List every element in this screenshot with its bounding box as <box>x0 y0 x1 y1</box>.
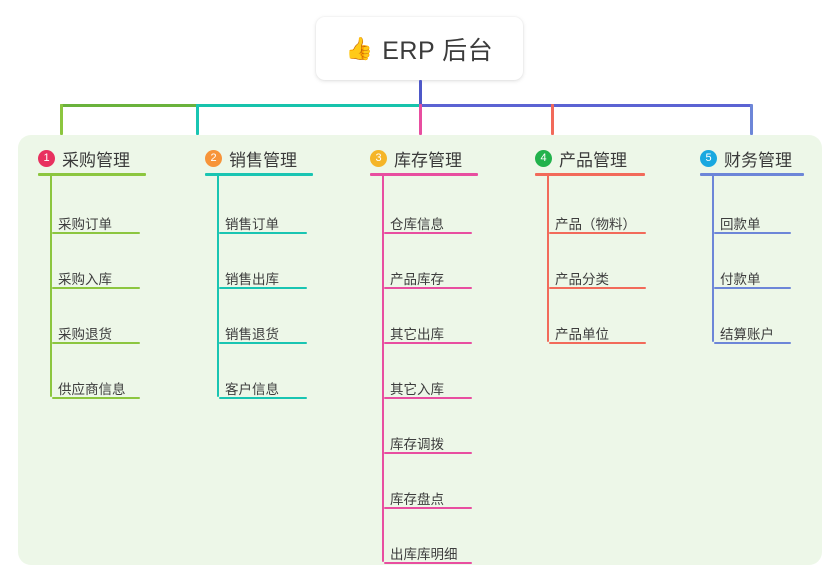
leaf-underline <box>549 342 646 344</box>
leaf-item[interactable]: 回款单 <box>720 217 761 232</box>
leaf-underline <box>52 397 140 399</box>
leaf-item[interactable]: 销售退货 <box>225 327 279 342</box>
root-node-content: 👍 ERP 后台 <box>346 31 493 67</box>
connector-bar-green <box>60 104 198 107</box>
leaf-underline <box>384 342 472 344</box>
connector-drop-1 <box>60 104 63 135</box>
leaf-item[interactable]: 产品库存 <box>390 272 444 287</box>
leaf-underline <box>714 287 791 289</box>
leaf-item[interactable]: 产品（物料） <box>555 217 636 232</box>
leaf-underline <box>714 342 791 344</box>
leaf-item[interactable]: 产品单位 <box>555 327 609 342</box>
branch-title-4: 产品管理 <box>559 151 627 170</box>
branch-badge-5: 5 <box>700 150 717 167</box>
leaf-item[interactable]: 销售出库 <box>225 272 279 287</box>
branch-underline-5 <box>700 173 804 176</box>
leaf-underline <box>384 507 472 509</box>
leaf-item[interactable]: 采购订单 <box>58 217 112 232</box>
branch-spine-3 <box>382 174 384 562</box>
branch-badge-2: 2 <box>205 150 222 167</box>
branch-spine-2 <box>217 174 219 397</box>
leaf-item[interactable]: 销售订单 <box>225 217 279 232</box>
branch-header-4[interactable]: 4 产品管理 <box>535 146 627 171</box>
branch-badge-3: 3 <box>370 150 387 167</box>
page-title: ERP 后台 <box>382 36 494 65</box>
leaf-underline <box>384 452 472 454</box>
leaf-underline <box>384 397 472 399</box>
leaf-item[interactable]: 其它入库 <box>390 382 444 397</box>
connector-bar-indigo <box>419 104 752 107</box>
branch-header-3[interactable]: 3 库存管理 <box>370 146 462 171</box>
leaf-underline <box>384 287 472 289</box>
leaf-underline <box>219 342 307 344</box>
leaf-underline <box>384 562 472 564</box>
leaf-item[interactable]: 库存调拨 <box>390 437 444 452</box>
leaf-underline <box>219 232 307 234</box>
leaf-item[interactable]: 供应商信息 <box>58 382 126 397</box>
branch-underline-2 <box>205 173 313 176</box>
branch-title-1: 采购管理 <box>62 151 130 170</box>
thumbs-up-icon: 👍 <box>345 35 374 61</box>
leaf-item[interactable]: 付款单 <box>720 272 761 287</box>
branch-title-5: 财务管理 <box>724 151 792 170</box>
leaf-underline <box>52 232 140 234</box>
leaf-underline <box>549 287 646 289</box>
branch-badge-4: 4 <box>535 150 552 167</box>
leaf-item[interactable]: 结算账户 <box>720 327 774 342</box>
branch-underline-3 <box>370 173 478 176</box>
leaf-item[interactable]: 其它出库 <box>390 327 444 342</box>
leaf-underline <box>219 287 307 289</box>
leaf-underline <box>52 287 140 289</box>
leaf-underline <box>714 232 791 234</box>
branch-header-5[interactable]: 5 财务管理 <box>700 146 792 171</box>
leaf-underline <box>52 342 140 344</box>
leaf-item[interactable]: 采购入库 <box>58 272 112 287</box>
branch-header-1[interactable]: 1 采购管理 <box>38 146 130 171</box>
branch-spine-5 <box>712 174 714 342</box>
leaf-item[interactable]: 客户信息 <box>225 382 279 397</box>
connector-drop-2 <box>196 104 199 135</box>
leaf-underline <box>219 397 307 399</box>
connector-drop-3 <box>419 104 422 135</box>
branch-spine-4 <box>547 174 549 342</box>
leaf-item[interactable]: 仓库信息 <box>390 217 444 232</box>
leaf-item[interactable]: 出库库明细 <box>390 547 458 562</box>
connector-bar-teal <box>196 104 421 107</box>
leaf-item[interactable]: 采购退货 <box>58 327 112 342</box>
branch-underline-1 <box>38 173 146 176</box>
branch-title-2: 销售管理 <box>229 151 297 170</box>
branches-panel <box>18 135 822 565</box>
leaf-item[interactable]: 产品分类 <box>555 272 609 287</box>
branch-header-2[interactable]: 2 销售管理 <box>205 146 297 171</box>
root-node-card[interactable]: 👍 ERP 后台 <box>316 17 523 80</box>
connector-drop-4 <box>551 104 554 135</box>
leaf-underline <box>549 232 646 234</box>
leaf-item[interactable]: 库存盘点 <box>390 492 444 507</box>
connector-drop-5 <box>750 104 753 135</box>
branch-spine-1 <box>50 174 52 397</box>
leaf-underline <box>384 232 472 234</box>
branch-title-3: 库存管理 <box>394 151 462 170</box>
branch-badge-1: 1 <box>38 150 55 167</box>
branch-underline-4 <box>535 173 645 176</box>
trunk-line <box>419 80 422 106</box>
